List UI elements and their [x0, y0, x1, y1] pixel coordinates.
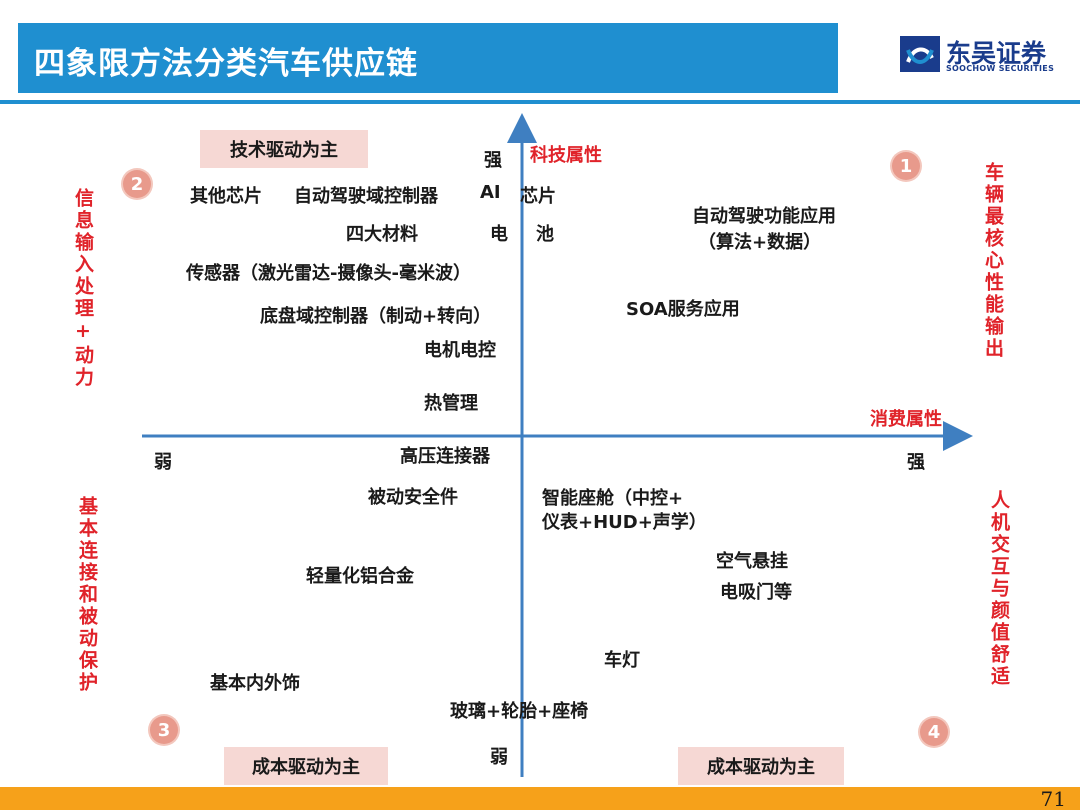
x-axis-strong-label: 强: [907, 452, 925, 473]
item-air-suspension: 空气悬挂: [716, 551, 788, 572]
item-ad-applications: 自动驾驶功能应用: [692, 206, 836, 227]
soochow-logo-icon: [900, 36, 940, 72]
item-other-chips: 其他芯片: [190, 186, 262, 207]
item-chassis-controller: 底盘域控制器（制动+转向）: [260, 306, 492, 327]
side-label-q3: 基本连接和被动保护: [76, 496, 98, 694]
side-label-q1: 车辆最核心性能输出: [982, 162, 1004, 360]
side-label-q2: 信息输入处理+动力: [72, 188, 94, 389]
item-suction-door: 电吸门等: [720, 582, 792, 603]
tag-cost-driven-right: 成本驱动为主: [678, 747, 844, 785]
item-ad-domain-controller: 自动驾驶域控制器: [294, 186, 438, 207]
item-hv-connector: 高压连接器: [400, 446, 490, 467]
page-title: 四象限方法分类汽车供应链: [34, 46, 418, 82]
quadrant-2-badge: 2: [123, 170, 151, 198]
side-label-q4: 人机交互与颜值舒适: [988, 490, 1010, 688]
quadrant-1-badge: 1: [892, 152, 920, 180]
item-glass-tire-seat: 玻璃+轮胎+座椅: [450, 701, 589, 722]
header-divider: [0, 100, 1080, 104]
quadrant-3-badge: 3: [150, 716, 178, 744]
footer-bar: [0, 787, 1080, 810]
item-ad-applications-detail: （算法+数据）: [698, 232, 822, 253]
company-logo: 东吴证券 SOOCHOW SECURITIES: [900, 34, 1070, 78]
item-car-lights: 车灯: [604, 650, 640, 671]
y-axis-strong-label: 强: [484, 150, 502, 171]
title-bar: [18, 23, 838, 93]
item-smart-cockpit: 智能座舱（中控+: [542, 488, 684, 509]
logo-english-text: SOOCHOW SECURITIES: [946, 64, 1055, 73]
item-thermal-management: 热管理: [424, 393, 478, 414]
y-axis-title: 科技属性: [530, 145, 602, 166]
item-interior-exterior: 基本内外饰: [210, 673, 300, 694]
item-four-materials: 四大材料: [346, 224, 418, 245]
tag-tech-driven: 技术驱动为主: [200, 130, 368, 168]
quadrant-4-badge: 4: [920, 718, 948, 746]
item-battery-char-1: 电: [490, 224, 508, 245]
page-number: 71: [1040, 787, 1066, 811]
item-passive-safety: 被动安全件: [368, 487, 458, 508]
item-battery-char-2: 池: [536, 224, 554, 245]
x-axis-title: 消费属性: [870, 409, 942, 430]
y-axis-weak-label: 弱: [490, 747, 508, 768]
item-lightweight-aluminum: 轻量化铝合金: [306, 566, 414, 587]
item-smart-cockpit-detail: 仪表+HUD+声学）: [542, 512, 707, 533]
item-sensors: 传感器（激光雷达-摄像头-毫米波）: [186, 263, 471, 284]
x-axis-weak-label: 弱: [154, 452, 172, 473]
tag-cost-driven-left: 成本驱动为主: [224, 747, 388, 785]
item-chip: 芯片: [520, 186, 556, 207]
item-ai: AI: [480, 182, 501, 203]
logo-chinese-text: 东吴证券: [946, 39, 1047, 68]
item-motor-control: 电机电控: [424, 340, 496, 361]
item-soa: SOA服务应用: [626, 299, 740, 320]
